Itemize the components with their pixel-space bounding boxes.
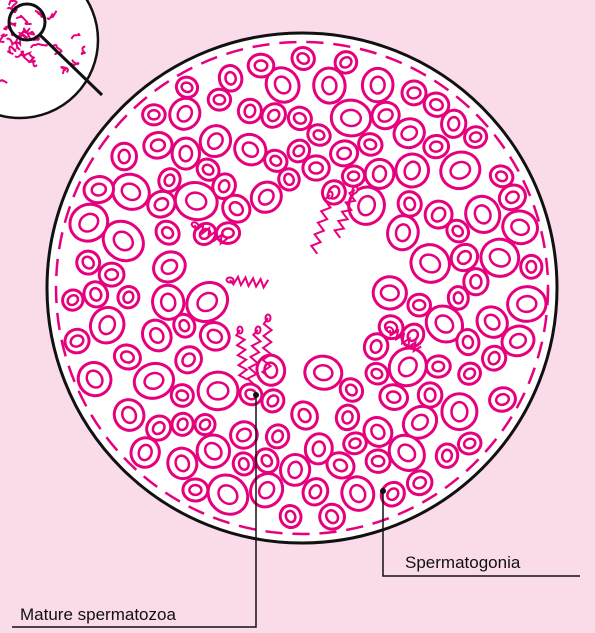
germ-cell [425,355,451,378]
membrane-dash [56,286,57,303]
germ-cell [216,222,241,245]
germ-cell [197,371,239,411]
tubule-overview [0,0,102,118]
germ-cell [112,143,137,170]
germ-cell [183,479,208,501]
membrane-dash [56,259,57,276]
membrane-dash [306,42,323,43]
label-spermatogonia: Spermatogonia [405,553,520,573]
germ-cell [506,285,547,322]
membrane-dash [279,42,296,43]
seminiferous-tubule [47,33,557,543]
label-mature-spermatozoa: Mature spermatozoa [20,605,176,625]
germ-cell [172,138,200,170]
germ-cell [521,255,543,278]
overview-outline [0,0,98,118]
germ-cell [303,156,329,180]
germ-cell [417,382,442,408]
germ-cell [341,165,365,188]
germ-cell [448,286,470,310]
germ-cell [248,54,274,78]
germ-cell [365,449,391,473]
germ-cell [208,89,231,111]
germ-cell [143,105,166,125]
membrane-dash [546,258,548,275]
germ-cell [408,294,431,316]
germ-cell [361,67,394,102]
germ-cell [435,443,459,469]
germ-cell [442,394,477,430]
